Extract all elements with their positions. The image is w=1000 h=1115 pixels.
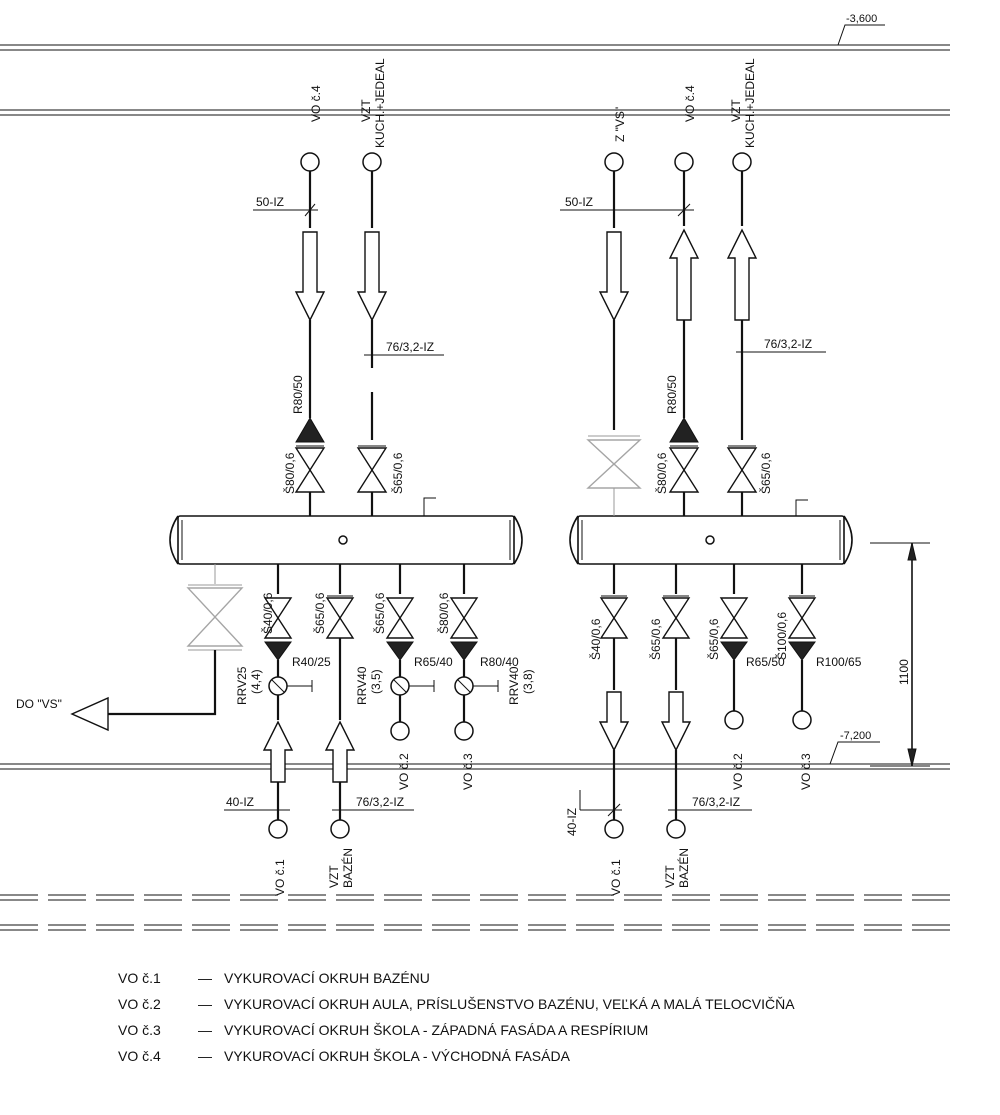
left-bottom-reducer-1: R40/25 (292, 655, 331, 669)
right-mid-circuit-vo3: VO č.3 (799, 753, 813, 790)
floor-lines (0, 44, 950, 931)
right-bottom-valve-2: Š65/0,6 (648, 618, 663, 660)
right-bottom-reducer-1: R65/50 (746, 655, 785, 669)
legend-text: VYKUROVACÍ OKRUH ŠKOLA - ZÁPADNÁ FASÁDA … (224, 1022, 649, 1038)
legend-dash: — (198, 996, 212, 1012)
left-mid-circuit-vo2: VO č.2 (397, 753, 411, 790)
left-bottom-circuit-vzt-sub: BAZÉN (340, 848, 355, 888)
right-bottom-valve-1: Š40/0,6 (588, 618, 603, 660)
right-top-pipe-from-vs (560, 152, 694, 516)
legend-text: VYKUROVACÍ OKRUH BAZÉNU (224, 970, 430, 986)
legend-row: VO č.4 — VYKUROVACÍ OKRUH ŠKOLA - VÝCHOD… (118, 1048, 978, 1074)
dimension-label: 1100 (897, 659, 911, 685)
legend-row: VO č.1 — VYKUROVACÍ OKRUH BAZÉNU (118, 970, 978, 996)
dimension-1100: 1100 (870, 542, 930, 767)
left-bottom-reducer-2: R65/40 (414, 655, 453, 669)
level-marker-bottom: -7,200 (829, 730, 880, 765)
left-top-pipe-vo4 (253, 152, 326, 516)
right-bottom-valve-3: Š65/0,6 (706, 618, 721, 660)
left-bottom-valve-2: Š65/0,6 (312, 592, 327, 634)
legend-code: VO č.4 (118, 1048, 161, 1064)
left-insulation-76-bottom: 76/3,2-IZ (356, 795, 404, 809)
legend-code: VO č.2 (118, 996, 161, 1012)
left-distributor (169, 497, 523, 565)
left-rrv-1-name: RRV25 (235, 666, 249, 705)
right-insulation-76: 76/3,2-IZ (764, 337, 812, 351)
left-top-circuit-vzt: VZT (359, 99, 373, 122)
right-top-pipe-vzt (726, 152, 826, 516)
left-valve-s65: Š65/0,6 (390, 452, 405, 494)
right-top-circuit-vzt-sub: KUCH.+JEDEAL (743, 58, 757, 148)
left-branch-vo1 (224, 564, 313, 839)
left-bottom-valve-1: Š40/0,6 (260, 592, 275, 634)
left-branch-vo2 (385, 564, 435, 741)
left-top-circuit-vo4: VO č.4 (309, 85, 323, 122)
right-insulation-50: 50-IZ (565, 195, 593, 209)
legend-code: VO č.1 (118, 970, 161, 986)
right-reducer-r80-50: R80/50 (665, 375, 679, 414)
right-bottom-circuit-vo1: VO č.1 (609, 859, 623, 896)
left-rrv-1-value: (4,4) (249, 669, 263, 694)
legend-row: VO č.3 — VYKUROVACÍ OKRUH ŠKOLA - ZÁPADN… (118, 1022, 978, 1048)
left-bottom-valve-4: Š80/0,6 (436, 592, 451, 634)
right-branch-vo2 (719, 564, 749, 730)
legend-row: VO č.2 — VYKUROVACÍ OKRUH AULA, PRÍSLUŠE… (118, 996, 978, 1022)
left-rrv-2-value: (3,5) (369, 669, 383, 694)
right-distributor (569, 499, 853, 565)
right-top-circuit-vzt: VZT (729, 99, 743, 122)
left-branch-vzt-bazen (324, 564, 414, 839)
right-mid-circuit-vo2: VO č.2 (731, 753, 745, 790)
legend-text: VYKUROVACÍ OKRUH ŠKOLA - VÝCHODNÁ FASÁDA (224, 1048, 570, 1064)
right-bottom-valve-4: Š100/0,6 (774, 612, 789, 660)
right-branch-vzt-bazen (660, 564, 752, 839)
left-bottom-valve-3: Š65/0,6 (372, 592, 387, 634)
heating-distribution-scheme: -3,600 -7,200 1100 50-IZ R80/ (0, 13, 950, 931)
legend-dash: — (198, 1022, 212, 1038)
left-insulation-40: 40-IZ (226, 795, 254, 809)
left-valve-s80: Š80/0,6 (282, 452, 297, 494)
right-valve-s80: Š80/0,6 (654, 452, 669, 494)
left-to-vs-label: DO "VS" (16, 697, 62, 711)
legend: VO č.1 — VYKUROVACÍ OKRUH BAZÉNU VO č.2 … (118, 970, 978, 1074)
left-reducer-r80-50: R80/50 (291, 375, 305, 414)
right-top-pipe-vo4 (668, 152, 700, 516)
right-top-circuit-vo4: VO č.4 (683, 85, 697, 122)
left-top-pipe-vzt (356, 152, 444, 516)
level-label-top: -3,600 (846, 13, 877, 25)
right-insulation-40: 40-IZ (565, 808, 579, 836)
left-bottom-circuit-vo1: VO č.1 (273, 859, 287, 896)
right-top-circuit-from-vs: Z "VS" (613, 107, 627, 142)
left-rrv-3-value: (3,8) (521, 669, 535, 694)
left-branch-vo3 (449, 564, 499, 741)
legend-code: VO č.3 (118, 1022, 161, 1038)
left-mid-circuit-vo3: VO č.3 (461, 753, 475, 790)
left-rrv-2-name: RRV40 (355, 666, 369, 705)
level-marker-top: -3,600 (837, 13, 885, 46)
right-branch-vo3 (787, 564, 817, 730)
left-bottom-circuit-vzt: VZT (327, 865, 341, 888)
left-insulation-50: 50-IZ (256, 195, 284, 209)
left-rrv-3-name: RRV40 (507, 666, 521, 705)
level-label-bottom: -7,200 (840, 730, 871, 742)
right-valve-s65: Š65/0,6 (758, 452, 773, 494)
legend-dash: — (198, 1048, 212, 1064)
left-return-to-vs (70, 564, 244, 732)
right-branch-vo1 (579, 564, 630, 839)
left-top-circuit-vzt-sub: KUCH.+JEDEAL (373, 58, 387, 148)
legend-text: VYKUROVACÍ OKRUH AULA, PRÍSLUŠENSTVO BAZ… (224, 996, 795, 1012)
right-bottom-circuit-vzt: VZT (663, 865, 677, 888)
legend-dash: — (198, 970, 212, 986)
right-bottom-reducer-2: R100/65 (816, 655, 862, 669)
right-insulation-76-bottom: 76/3,2-IZ (692, 795, 740, 809)
left-insulation-76: 76/3,2-IZ (386, 340, 434, 354)
right-bottom-circuit-vzt-sub: BAZÉN (676, 848, 691, 888)
left-bottom-reducer-3: R80/40 (480, 655, 519, 669)
